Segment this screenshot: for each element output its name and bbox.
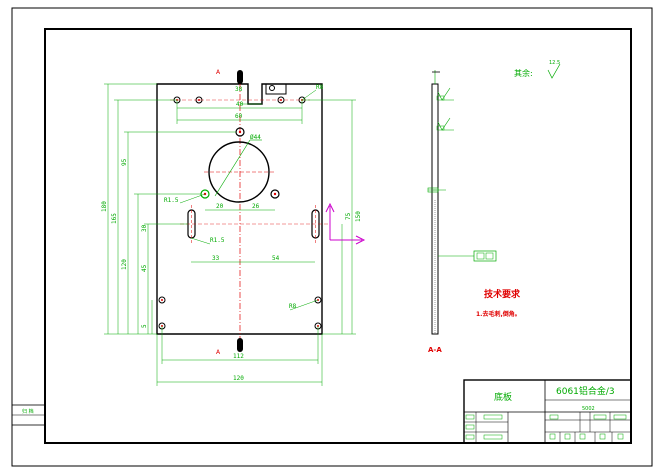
- top-slot-marker: [237, 70, 243, 84]
- drawing-number: 5002: [582, 406, 595, 412]
- datum-arrow: [325, 202, 366, 245]
- diameter-leader: [214, 139, 251, 197]
- left-margin-label: 归 档: [22, 408, 34, 415]
- dim-slot-radius-left: R1.5: [164, 197, 179, 204]
- section-marker-top: A: [216, 69, 221, 76]
- dim-height-30: 30: [141, 224, 148, 232]
- dim-top-slot: 38: [235, 86, 243, 93]
- plate-front-view: A A Ø44: [156, 69, 330, 356]
- dim-height-5: 5: [141, 324, 148, 328]
- roughness-value: 12.5: [549, 60, 560, 66]
- roughness-mark-2: [437, 117, 454, 131]
- dim-height-45: 45: [141, 264, 148, 272]
- drawing-frame: [44, 28, 632, 444]
- callout-box: [473, 250, 497, 262]
- roughness-mark-1: [437, 87, 454, 101]
- dim-hole-left: 20: [216, 203, 224, 210]
- dim-bottom-inner: 112: [233, 353, 244, 360]
- top-notch: [265, 83, 287, 95]
- part-name: 底板: [494, 391, 512, 403]
- dim-top-inner: 40: [236, 101, 244, 108]
- dim-height-165: 165: [111, 213, 118, 224]
- dim-right-height-small: 75: [345, 212, 352, 220]
- tech-requirements-title: 技术要求: [484, 288, 521, 300]
- dim-top-span: 60: [235, 113, 243, 120]
- dimensions: [104, 83, 356, 386]
- tech-requirements-item: 1.去毛刺,倒角。: [476, 310, 521, 318]
- dim-hole-right: 26: [252, 203, 260, 210]
- large-center-hole: [208, 141, 270, 203]
- sheet-outer-border: [11, 7, 653, 467]
- section-view: A-A: [427, 70, 497, 354]
- dim-overall-height: 180: [101, 201, 108, 212]
- dim-slot-radius-lower: R1.5: [210, 237, 225, 244]
- bottom-holes: [158, 296, 322, 330]
- plate-outline: [156, 83, 323, 335]
- bottom-slot-marker: [237, 338, 243, 352]
- part-material: 6061铝合金/3: [556, 385, 615, 397]
- section-label: A-A: [428, 346, 442, 354]
- dim-right-height: 150: [355, 211, 362, 222]
- dim-bottom-outer: 120: [233, 375, 244, 382]
- roughness-symbol: [547, 63, 561, 79]
- roughness-note: 其余:: [514, 68, 533, 78]
- dim-top-right: R8: [316, 84, 324, 91]
- dim-center-right: 54: [272, 255, 280, 262]
- dim-center-left: 33: [212, 255, 220, 262]
- dim-height-120: 120: [121, 259, 128, 270]
- hole-diameter-label: Ø44: [250, 134, 261, 141]
- mount-hole-right: [270, 189, 280, 199]
- section-marker-bottom: A: [216, 349, 221, 356]
- title-block: [463, 379, 632, 444]
- dim-height-95: 95: [121, 158, 128, 166]
- left-margin-block: 归 档: [11, 404, 46, 426]
- title-block-marks: [465, 414, 627, 440]
- dim-hole-corner: R8: [289, 303, 297, 310]
